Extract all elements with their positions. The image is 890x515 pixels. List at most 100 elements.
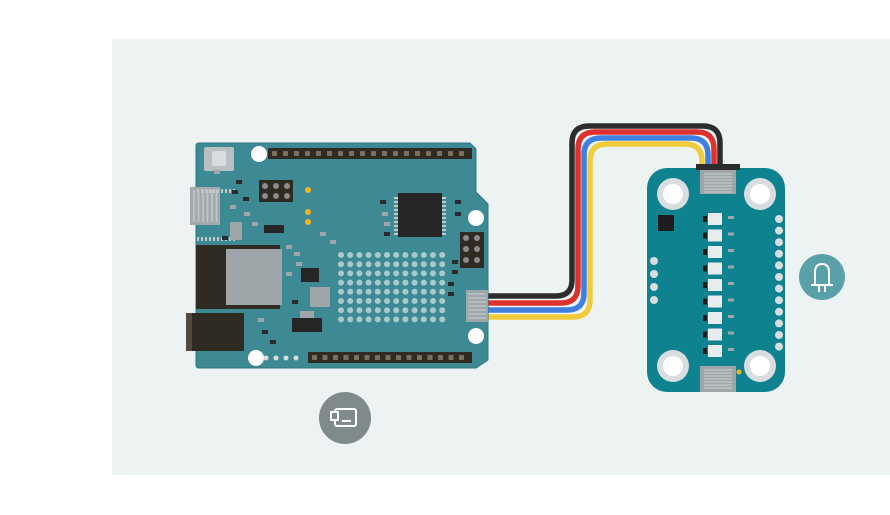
led-dot [393,298,400,304]
module-bottom-ridges [704,369,732,389]
led-dot [365,252,372,258]
led-dot [347,270,354,277]
module-led-resistor [728,331,734,335]
power-module-shield [226,249,282,305]
led-dot [420,298,427,304]
led-dot [365,288,372,295]
led-dot [365,270,372,277]
mcu-pin [394,201,398,203]
led-icon[interactable] [799,254,845,300]
led-dot [411,298,418,304]
mcu-chip [398,193,442,237]
mcu-pin [442,213,446,215]
module-mount-hole [663,184,683,204]
mcu-pin [205,237,207,241]
led-dot [365,261,372,268]
header-pin [437,151,442,156]
side-header-pins [463,235,480,263]
led-icon-glyph [814,262,830,285]
usb-ridges [193,190,218,222]
led-dot [365,279,372,286]
led-dot [402,279,409,286]
icsp-pin [262,183,268,189]
led-dot [347,307,354,314]
led-dot [439,298,446,304]
led-dot [402,270,409,277]
usb-connector [190,187,220,225]
header-pin [316,151,321,156]
icsp-pin [284,183,290,189]
header-pin [438,355,443,360]
status-led [305,219,311,225]
barrel-jack [186,313,244,351]
smd-part [452,260,458,264]
led-dot [411,270,418,277]
led-dot [393,252,400,258]
controller-board[interactable] [186,142,489,369]
smd-part [384,222,390,226]
mcu-pin [394,225,398,227]
smd-part [230,205,236,209]
wire-harness[interactable] [485,123,723,320]
header-pin [448,151,453,156]
mcu-pin [394,217,398,219]
module-pad [775,296,783,305]
smd-parts [214,170,461,344]
module-pad [775,238,783,247]
smd-part [262,330,268,334]
module-led-cap [703,331,707,338]
module-led [708,279,722,291]
led-dot [411,288,418,295]
chip-small-3 [264,225,284,233]
smd-part [252,222,258,226]
led-dot [402,261,409,268]
header-pin [305,151,310,156]
led-icon-badge [799,254,845,300]
module-led [708,213,722,225]
header-pin [354,355,359,360]
side-header-pin [474,246,480,252]
module-led [708,328,722,341]
module-leds [703,213,734,357]
led-dot [338,279,344,286]
led-dot [356,288,363,295]
mcu-pin [213,237,215,241]
led-dot [439,261,446,268]
header-pin [385,355,391,360]
smd-part [384,232,390,236]
mcu-pin [229,189,231,193]
led-dot [402,298,409,304]
header-pin [333,355,338,360]
mcu-pin [442,233,446,235]
module-pad [775,284,783,293]
header-pin [327,151,332,156]
led-dot [420,288,427,295]
side-header-pin [463,235,469,241]
led-dot [356,252,363,258]
header-pin [448,355,454,360]
microcontroller-icon[interactable] [319,392,371,444]
smd-part [455,212,461,216]
mcu-pin [217,189,219,193]
wire-blue[interactable] [485,135,711,313]
wire-red[interactable] [485,129,717,306]
led-dot [365,298,372,304]
led-dot [393,316,400,323]
led-dot [402,316,409,323]
status-led [305,187,311,193]
chip-reg-tab [300,311,314,318]
led-matrix-area [336,250,446,324]
module-led [708,312,722,324]
module-pad [775,226,783,235]
wire-yellow[interactable] [485,141,705,320]
led-dot [384,307,390,314]
icsp-pin [273,193,279,199]
module-led-resistor [728,282,734,285]
led-dot [356,270,363,277]
wire-black[interactable] [485,123,723,299]
led-dot [365,316,372,323]
chip-small [301,268,319,282]
module-mount-hole [750,356,770,376]
led-matrix-module[interactable] [647,164,785,392]
